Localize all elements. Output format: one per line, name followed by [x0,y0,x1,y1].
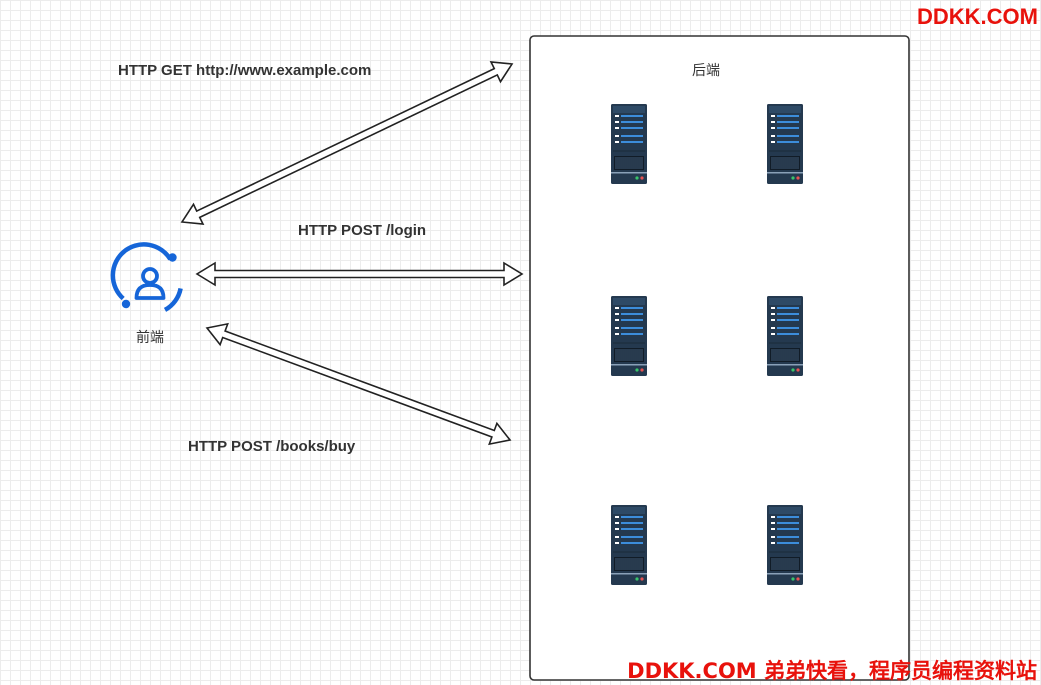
server-icon [610,103,648,185]
server-icon [610,504,648,586]
arrow-label-get: HTTP GET http://www.example.com [118,62,371,79]
double-arrow-get [180,60,514,226]
frontend-label: 前端 [136,329,164,346]
watermark-bottom: DDKK.COM 弟弟快看，程序员编程资料站 [627,659,1037,683]
server-icon [766,103,804,185]
server-icon [610,295,648,377]
double-arrow-buy [205,322,512,446]
backend-label: 后端 [692,63,720,79]
server-icon [766,504,804,586]
arrow-label-login: HTTP POST /login [298,222,426,239]
user-circle-icon [110,242,183,312]
server-icon [766,295,804,377]
watermark-top: DDKK.COM [917,4,1038,29]
arrow-label-buy: HTTP POST /books/buy [188,438,356,455]
backend-container [529,35,910,681]
double-arrow-login [195,261,524,287]
